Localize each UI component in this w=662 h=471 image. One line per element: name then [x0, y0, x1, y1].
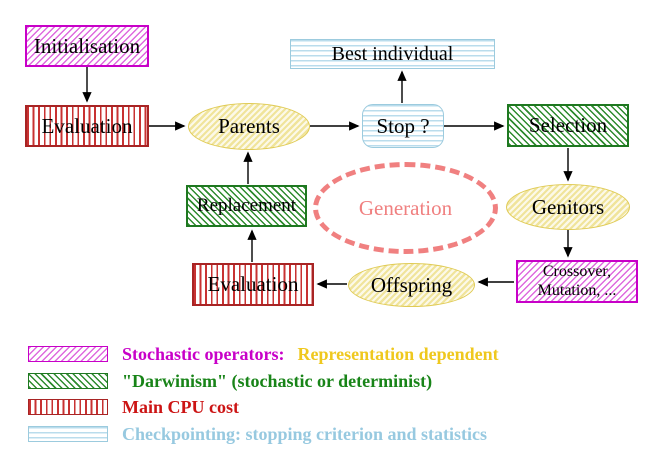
legend-row-checkpointing: Checkpointing: stopping criterion and st… — [28, 424, 487, 444]
legend-row-stochastic-operators: Stochastic operators: Representation dep… — [28, 344, 499, 364]
node-generation-label: Generation — [358, 195, 453, 220]
node-crossover-line1: Crossover, — [542, 262, 612, 280]
node-offspring: Offspring — [348, 263, 475, 307]
node-initialisation: Initialisation — [25, 25, 149, 67]
legend-swatch-darwinism — [28, 373, 108, 389]
node-replacement-label: Replacement — [196, 195, 297, 216]
node-generation: Generation — [313, 162, 498, 254]
legend-label-darwinism: "Darwinism" (stochastic or determinist) — [122, 370, 433, 391]
node-best-individual-label: Best individual — [331, 42, 454, 65]
legend-label-checkpointing: Checkpointing: stopping criterion and st… — [122, 423, 488, 444]
node-evaluation-bottom: Evaluation — [192, 263, 314, 306]
node-crossover-mutation: Crossover, Mutation, ... — [516, 260, 638, 303]
legend-label-stochastic-operators: Stochastic operators: — [122, 343, 285, 364]
node-replacement: Replacement — [186, 185, 307, 227]
node-stop: Stop ? — [362, 104, 444, 148]
legend-row-main-cpu-cost: Main CPU cost — [28, 397, 239, 417]
node-initialisation-label: Initialisation — [33, 33, 141, 58]
legend-row-darwinism: "Darwinism" (stochastic or determinist) — [28, 371, 432, 391]
node-genitors-label: Genitors — [531, 194, 605, 219]
legend-label-representation-dependent: Representation dependent — [297, 343, 499, 364]
legend-swatch-stochastic-operators — [28, 346, 108, 362]
node-genitors: Genitors — [506, 184, 630, 230]
node-evaluation-bottom-label: Evaluation — [207, 272, 299, 296]
legend-label-main-cpu-cost: Main CPU cost — [122, 396, 239, 417]
node-parents-label: Parents — [218, 114, 280, 138]
node-selection-label: Selection — [528, 113, 608, 137]
node-crossover-line2: Mutation, ... — [537, 281, 617, 299]
node-evaluation-top: Evaluation — [25, 105, 149, 147]
node-evaluation-top-label: Evaluation — [41, 113, 133, 138]
legend-swatch-main-cpu-cost — [28, 399, 108, 415]
node-stop-label: Stop ? — [376, 113, 430, 138]
node-best-individual: Best individual — [290, 39, 495, 69]
legend-swatch-checkpointing — [28, 426, 108, 442]
node-parents: Parents — [188, 103, 310, 150]
node-offspring-label: Offspring — [370, 272, 453, 297]
node-selection: Selection — [507, 104, 629, 147]
